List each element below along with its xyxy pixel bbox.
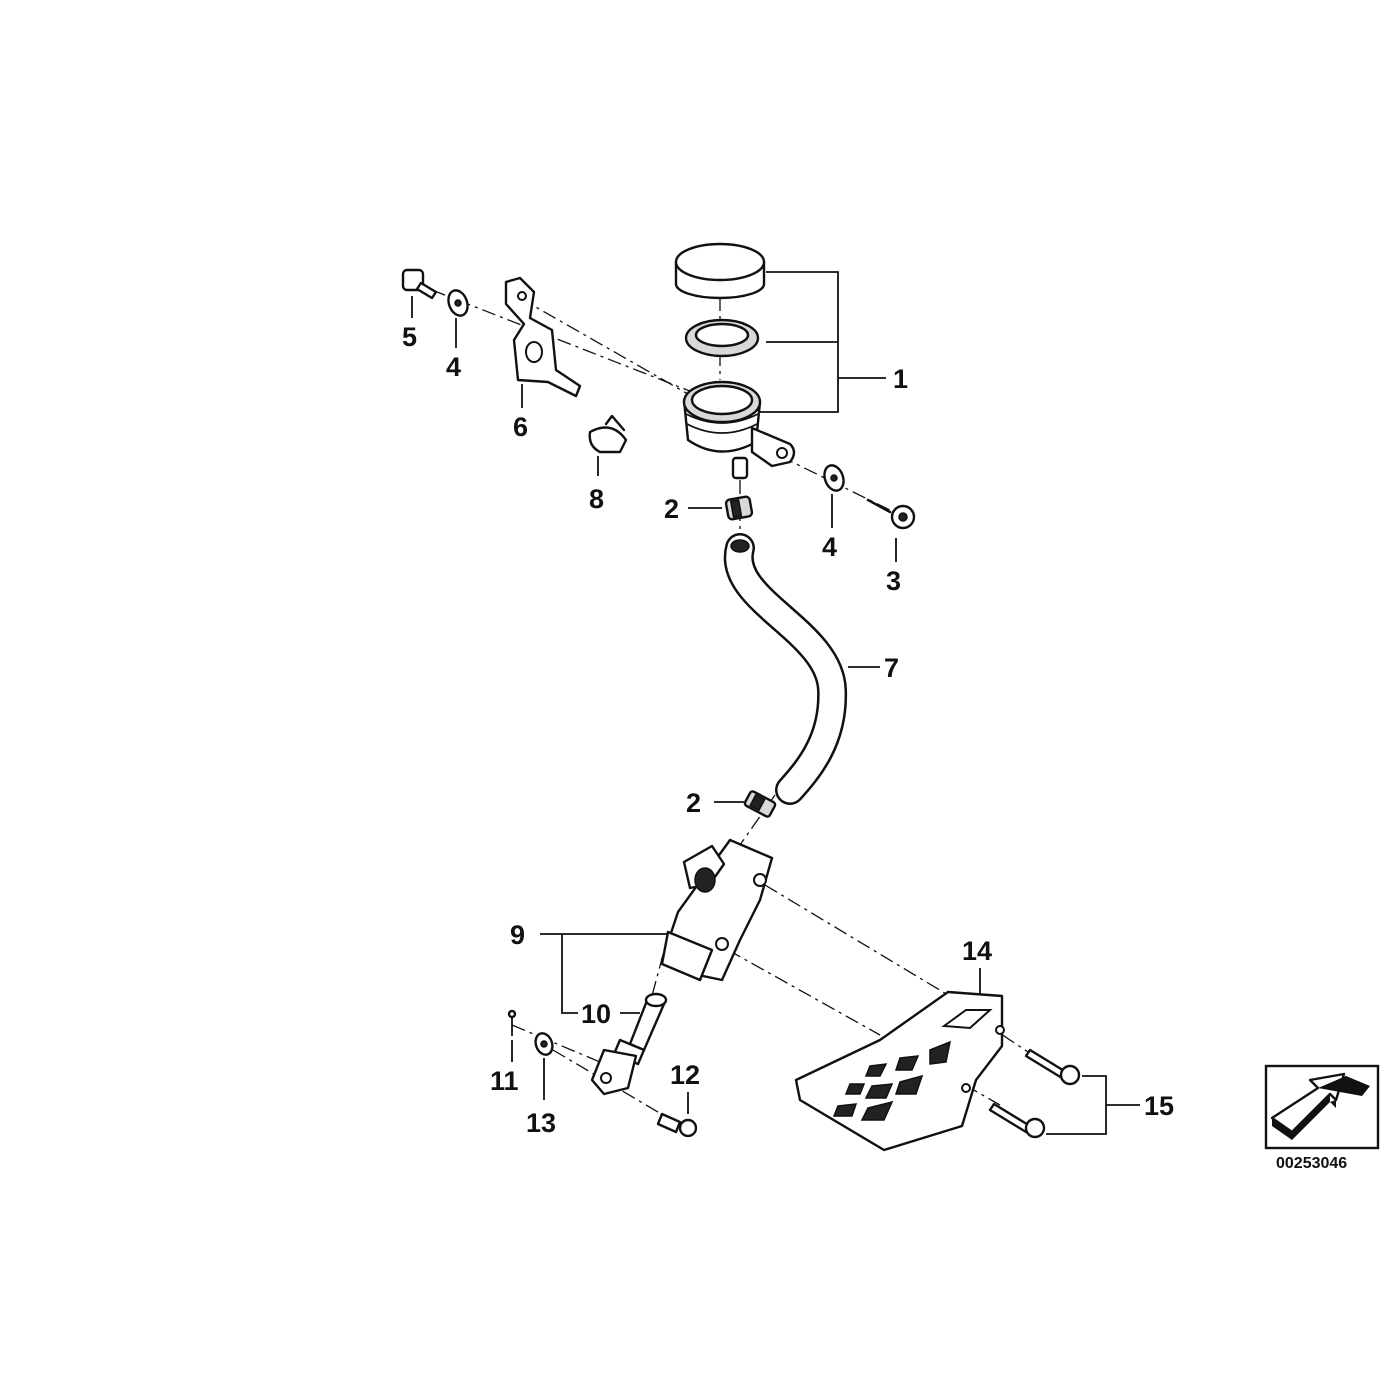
callout-5: 5: [402, 322, 417, 352]
mounting-bracket: [504, 276, 582, 398]
callout-3: 3: [886, 566, 901, 596]
push-rod: [612, 992, 668, 1066]
callout-4-right: 4: [822, 532, 837, 562]
screw-right: [866, 498, 916, 530]
reservoir-membrane: [684, 318, 760, 358]
cotter-pin: [507, 1009, 517, 1036]
master-cylinder: [660, 838, 774, 982]
callout-14: 14: [962, 936, 992, 966]
clevis: [590, 1048, 638, 1096]
callout-13: 13: [526, 1108, 556, 1138]
brake-fluid-hose: [723, 533, 848, 805]
callout-15: 15: [1144, 1091, 1174, 1121]
callout-6: 6: [513, 412, 528, 442]
callouts: 1 2 3 4 4 5 6 7 8 2 9 10 11 12 13 14 15: [402, 322, 1174, 1138]
washer-small: [534, 1032, 554, 1056]
callout-12: 12: [670, 1060, 700, 1090]
callout-8: 8: [589, 484, 604, 514]
callout-10: 10: [581, 999, 611, 1029]
hose-clamp-lower: [743, 790, 777, 818]
reservoir-body: [682, 380, 796, 480]
callout-4-left: 4: [446, 352, 461, 382]
heel-guard: [794, 990, 1005, 1152]
washer-right: [823, 464, 845, 492]
washer-left: [447, 289, 469, 317]
callout-2-lower: 2: [686, 788, 701, 818]
leader-lines: [411, 271, 1140, 1135]
hose-clip: [588, 414, 628, 454]
hose-clamp-upper: [724, 495, 754, 521]
bolt-lower: [988, 1102, 1046, 1139]
callout-7: 7: [884, 653, 899, 683]
callout-9: 9: [510, 920, 525, 950]
callout-11: 11: [490, 1066, 519, 1096]
screw-left: [401, 268, 438, 300]
arrow-icon: [1264, 1064, 1380, 1150]
clevis-pin: [656, 1112, 698, 1138]
bolt-upper: [1024, 1048, 1081, 1086]
callout-2-upper: 2: [664, 494, 679, 524]
callout-1: 1: [893, 364, 908, 394]
reservoir-cap: [674, 242, 766, 300]
reference-number: 00253046: [1276, 1155, 1347, 1172]
